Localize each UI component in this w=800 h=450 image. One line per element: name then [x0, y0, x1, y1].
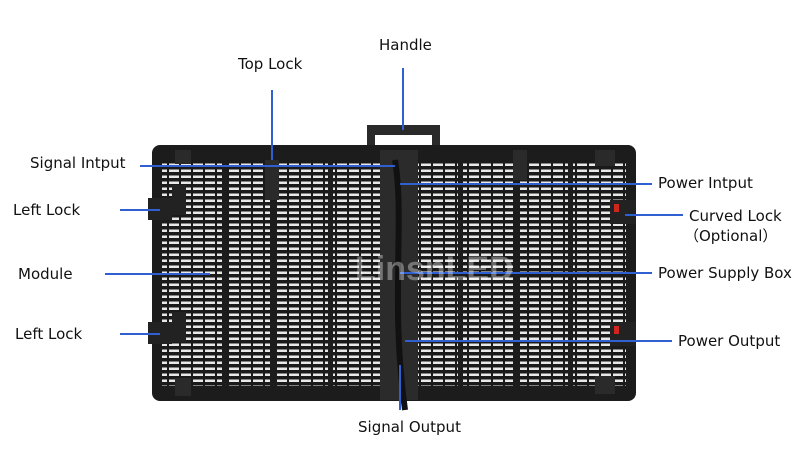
panel	[148, 145, 636, 411]
label-power-supply-box: Power Supply Box	[658, 264, 792, 282]
label-top-lock: Top Lock	[238, 55, 303, 73]
label-curved-lock: Curved Lock	[689, 207, 782, 225]
label-power-output: Power Output	[678, 332, 781, 350]
label-signal-input: Signal Intput	[30, 154, 126, 172]
label-curved-lock-note: （Optional）	[684, 227, 778, 245]
label-signal-output: Signal Output	[358, 418, 461, 436]
label-power-input: Power Intput	[658, 174, 753, 192]
label-handle: Handle	[379, 36, 432, 54]
label-left-lock-top: Left Lock	[13, 201, 81, 219]
label-module: Module	[18, 265, 73, 283]
label-left-lock-bottom: Left Lock	[15, 325, 83, 343]
leader-lines	[105, 68, 683, 410]
